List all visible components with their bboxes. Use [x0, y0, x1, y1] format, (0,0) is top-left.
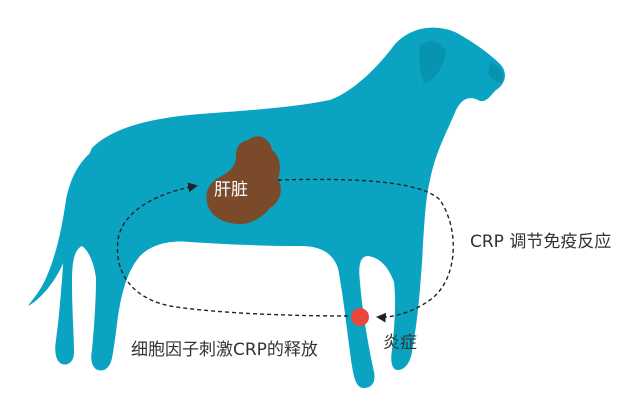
dog-silhouette-icon [28, 27, 505, 389]
liver-label: 肝脏 [214, 180, 248, 200]
liver-icon [206, 136, 281, 224]
crp-regulation-arrow [277, 178, 454, 323]
cytokine-release-label: 细胞因子刺激CRP的释放 [131, 340, 318, 360]
inflammation-dot-icon [351, 308, 369, 326]
inflammation-label: 炎症 [383, 333, 417, 353]
crp-regulation-label: CRP 调节免疫反应 [470, 232, 612, 252]
